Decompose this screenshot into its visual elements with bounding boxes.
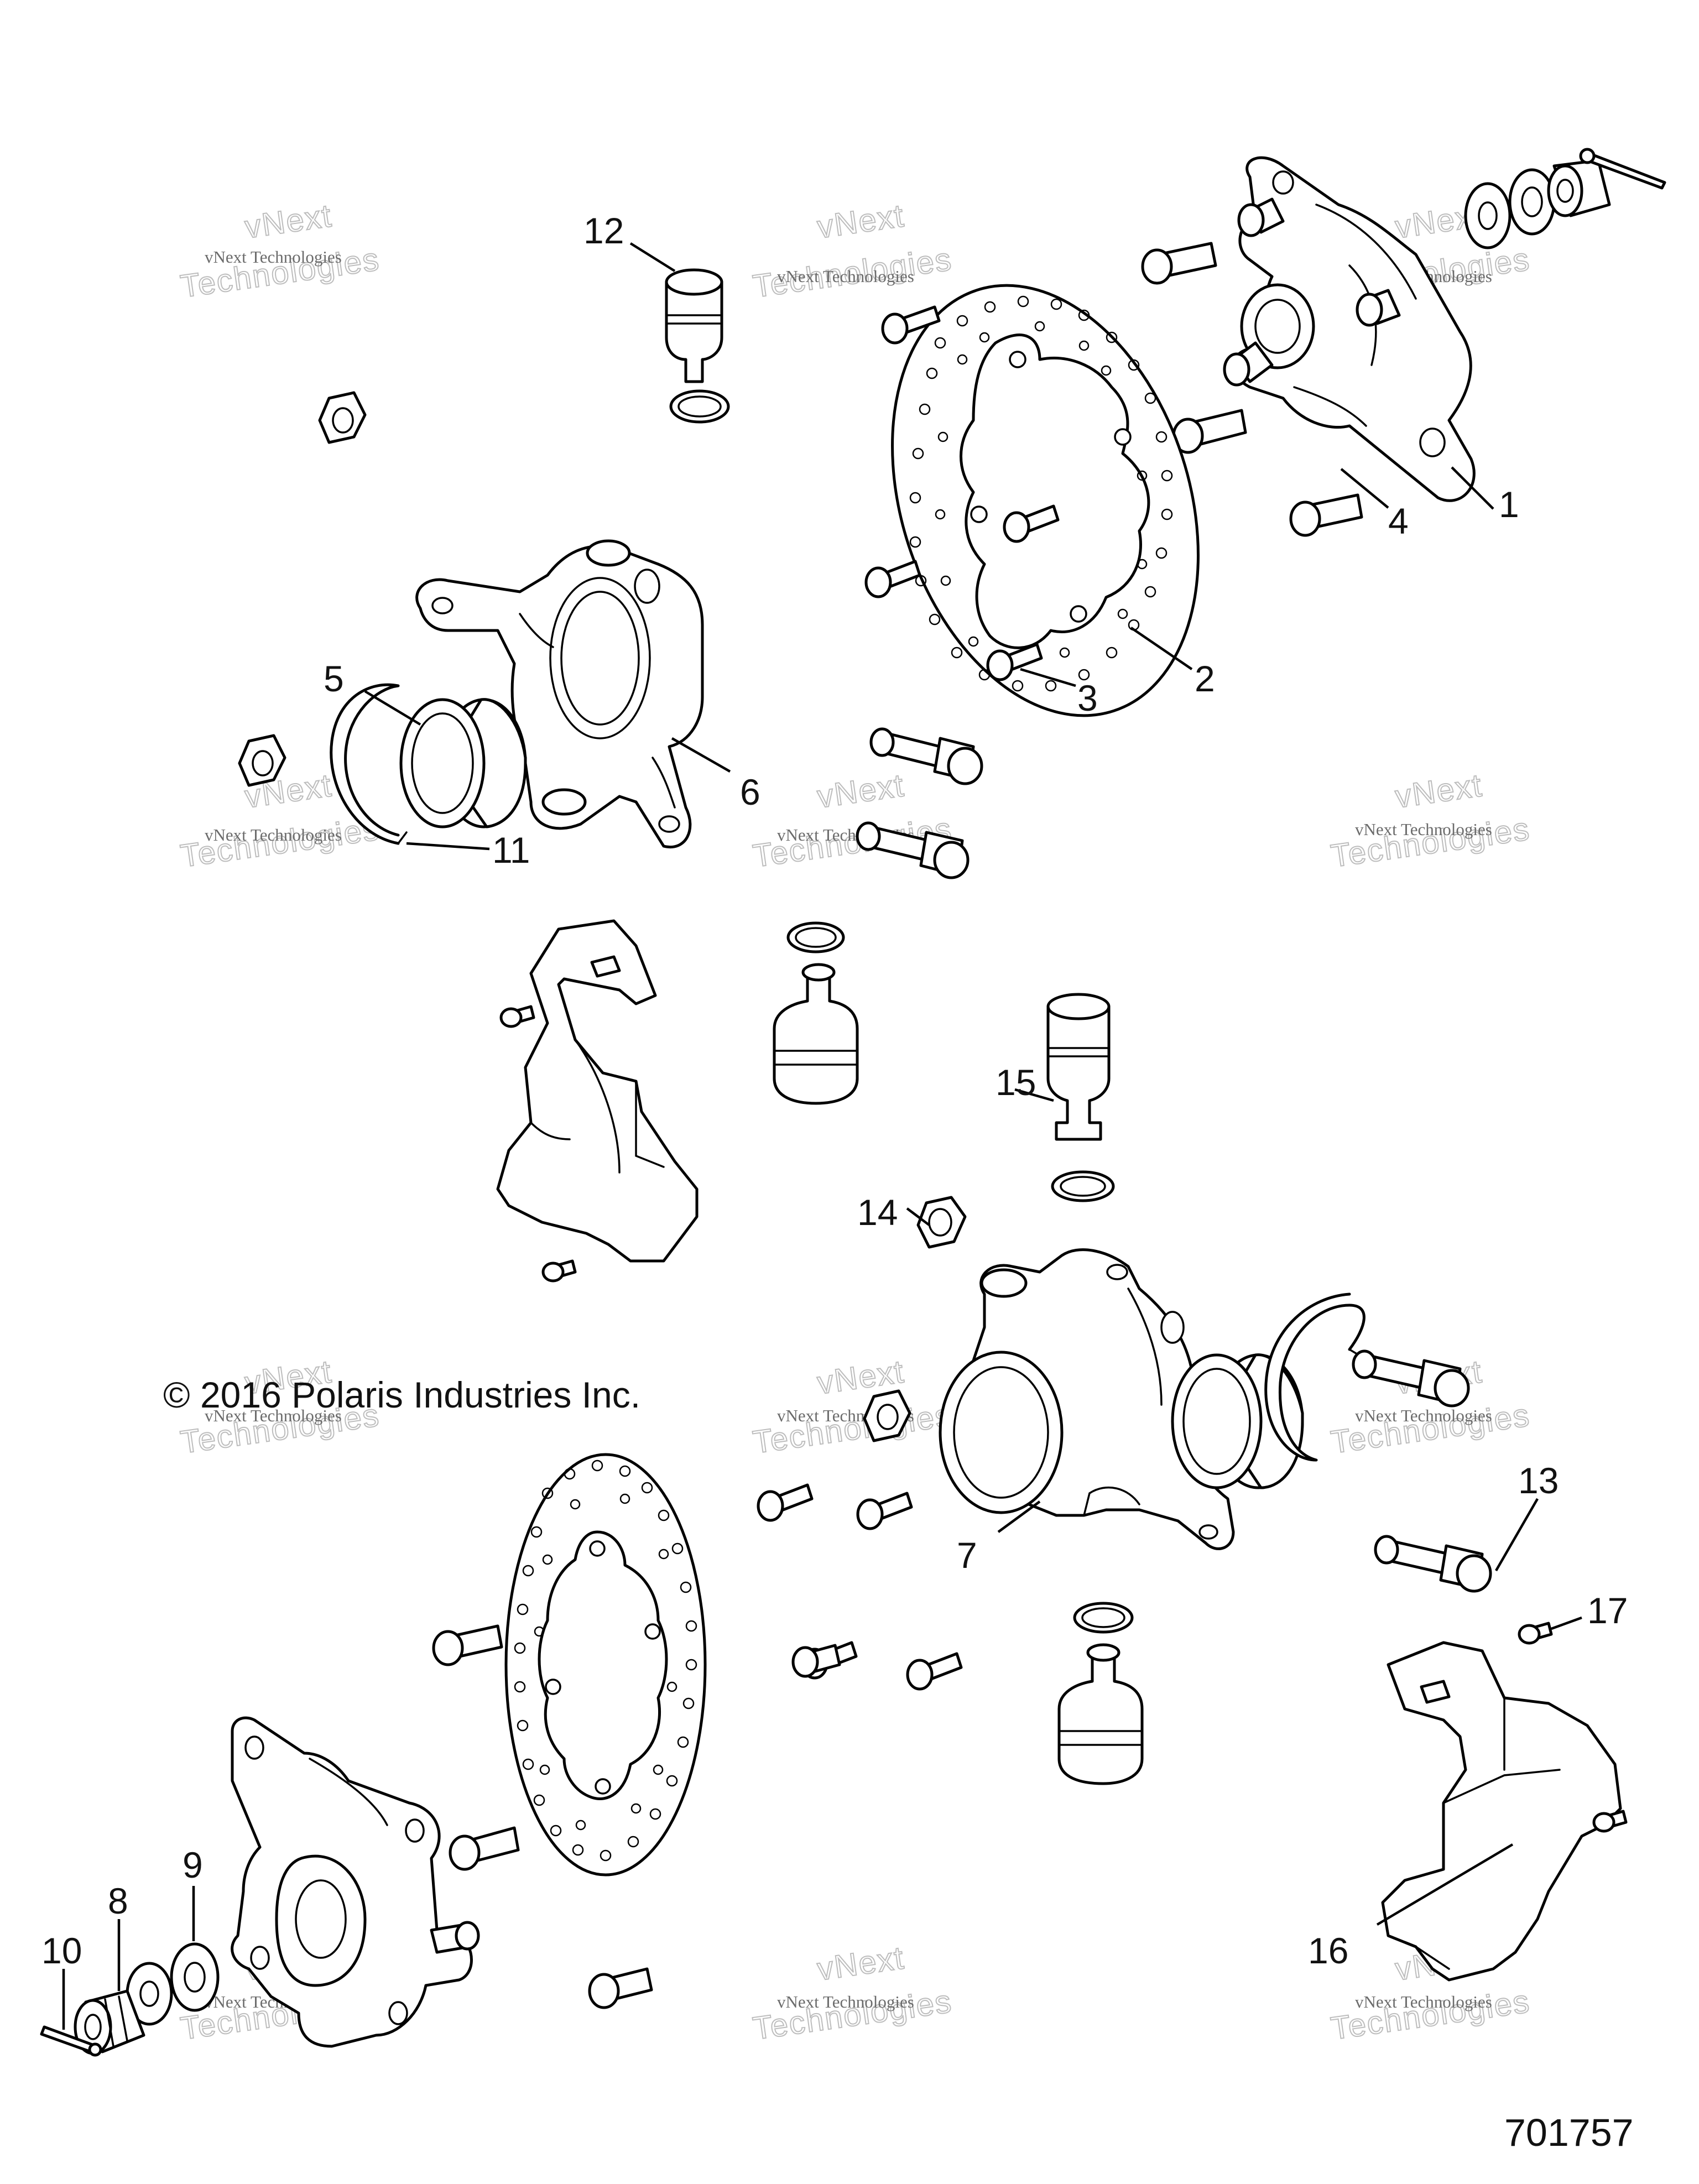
brake-disc-upper [891,284,1200,717]
snap-ring-upper-top [669,389,730,424]
knuckle-bolt-13 [1374,1535,1492,1593]
svg-text:vNext: vNext [815,1940,907,1987]
svg-text:vNext Technologies: vNext Technologies [205,247,342,267]
callout-11: 11 [492,830,530,871]
callout-8: 8 [108,1880,128,1921]
svg-text:vNext Technologies: vNext Technologies [1355,820,1492,839]
svg-text:vNext Technologies: vNext Technologies [205,825,342,845]
snap-ring-lower-bj [1073,1602,1134,1634]
washer-upper-2 [1508,168,1556,236]
svg-text:vNext: vNext [1393,767,1485,815]
callout-7: 7 [957,1535,977,1576]
hub-stud [1237,197,1285,237]
wheel-stud-upper [1289,493,1363,537]
callouts: 1 2 3 4 5 6 7 8 9 10 11 12 13 14 15 16 1… [41,210,1628,1971]
disc-screw-lower [906,1652,963,1691]
svg-text:vNext Technologies: vNext Technologies [1355,1406,1492,1425]
watermark: vNext Technologies vNext Technologies [178,767,382,875]
svg-text:vNext: vNext [815,197,907,245]
nut-lower [863,1389,911,1442]
washer-9 [170,1942,220,2012]
figure-number: 701757 [1504,2111,1634,2154]
caliper-bracket-upper [496,919,699,1263]
callout-12: 12 [583,210,624,251]
bracket-screw-17 [1518,1622,1553,1645]
knuckle-bolt-upper [869,727,983,785]
copyright-text: © 2016 Polaris Industries Inc. [163,1374,640,1415]
nut-upper [318,391,367,444]
bracket-screw-lower [1592,1810,1628,1833]
bracket-screw-upper [541,1259,577,1283]
snap-ring-middle [786,921,845,953]
svg-text:vNext Technologies: vNext Technologies [205,1406,342,1425]
disc-drill-holes [909,295,1173,692]
snap-ring-upper [330,683,408,845]
knuckle-lower [939,1248,1235,1550]
wheel-stud-lower [791,1644,841,1678]
watermark: vNext Technologies vNext Technologies [1328,767,1533,875]
disc-screw-lower [856,1492,913,1530]
hub-stud [1223,341,1274,387]
wheel-hub-lower [231,1716,480,2048]
hub-stud [1356,289,1401,327]
leader-lines [62,242,1582,2030]
watermark: vNext Technologies vNext Technologies [750,197,955,305]
nut-14 [916,1196,967,1249]
cotter-pin-upper [1579,148,1666,190]
callout-1: 1 [1499,484,1519,525]
snap-ring-15 [1051,1170,1115,1202]
disc-screw-upper [1003,504,1060,543]
wheel-stud-upper [1172,409,1247,454]
svg-text:vNext: vNext [243,197,335,245]
callout-14: 14 [857,1192,898,1233]
wheel-stud-lower [588,1967,653,2009]
disc-drill-holes [514,1460,697,1862]
castle-nut-upper [1547,159,1611,217]
callout-13: 13 [1518,1460,1559,1501]
disc-screw-upper [864,560,921,598]
watermark: vNext Technologies vNext Technologies [750,1939,955,2047]
callout-15: 15 [996,1062,1036,1103]
callout-9: 9 [183,1844,203,1885]
callout-5: 5 [324,658,344,699]
wheel-stud-lower [449,1826,520,1871]
ball-joint-15 [1046,993,1111,1141]
cotter-pin-10 [40,2025,102,2057]
svg-text:vNext Technologies: vNext Technologies [777,267,914,286]
callout-6: 6 [740,772,760,812]
callout-16: 16 [1308,1930,1348,1971]
disc-screw-upper [881,305,941,345]
ball-joint-middle [773,963,859,1105]
knuckle-bolt-upper [856,821,970,879]
callout-3: 3 [1077,677,1098,718]
svg-text:vNext Technologies: vNext Technologies [1355,1992,1492,2011]
watermark-layer: vNext Technologies vNext Technologies vN… [178,197,1533,2047]
nut-upper [238,734,286,787]
wheel-stud-upper [1141,242,1217,285]
callout-10: 10 [41,1930,82,1971]
bracket-screw-upper [499,1005,535,1028]
watermark: vNext Technologies vNext Technologies [750,1353,955,1461]
disc-screw-upper [986,643,1043,681]
wheel-stud-lower [432,1624,503,1666]
ball-joint-upper-top [665,268,723,383]
bearing-upper [399,698,527,828]
svg-text:vNext Technologies: vNext Technologies [777,1992,914,2011]
disc-screw-lower [757,1483,814,1522]
svg-text:vNext: vNext [815,767,907,815]
brake-disc-lower [504,1453,707,1877]
knuckle-upper [415,539,704,848]
wheel-hub-upper [1223,156,1476,502]
washer-upper-1 [1464,182,1512,249]
watermark: vNext Technologies vNext Technologies [178,197,382,305]
callout-4: 4 [1388,501,1409,541]
ball-joint-lower [1057,1643,1144,1785]
caliper-bracket-16 [1381,1641,1622,1982]
callout-2: 2 [1195,658,1215,699]
callout-17: 17 [1587,1590,1628,1631]
knuckle-bolt-lower-top [1352,1349,1470,1408]
